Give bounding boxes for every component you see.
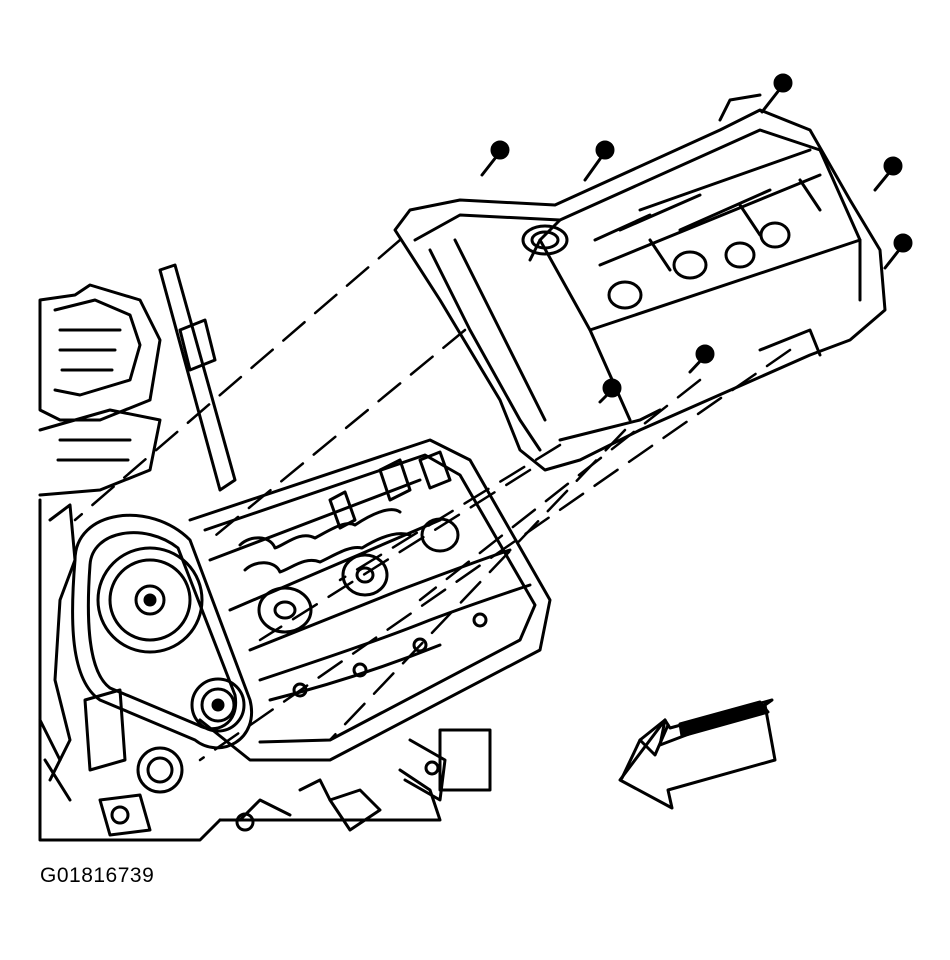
oil-fill-cap (521, 224, 569, 256)
bolt-icon (598, 378, 622, 404)
idler-pulley (190, 677, 246, 733)
camshaft-sprocket (96, 546, 204, 654)
alignment-lines (73, 238, 792, 762)
bolt-icon (583, 140, 615, 182)
timing-belt-assembly (71, 513, 254, 750)
bolt-icon (873, 156, 903, 192)
valve-cover (393, 93, 887, 472)
bolt-icon (688, 344, 715, 374)
figure-id-label: G01816739 (40, 864, 155, 887)
valve-cover-bolts (480, 73, 913, 404)
bolt-icon (760, 73, 793, 114)
front-of-vehicle-arrow (618, 698, 777, 810)
bolt-icon (883, 233, 913, 270)
bolt-icon (480, 140, 510, 177)
engine-block (38, 263, 492, 842)
